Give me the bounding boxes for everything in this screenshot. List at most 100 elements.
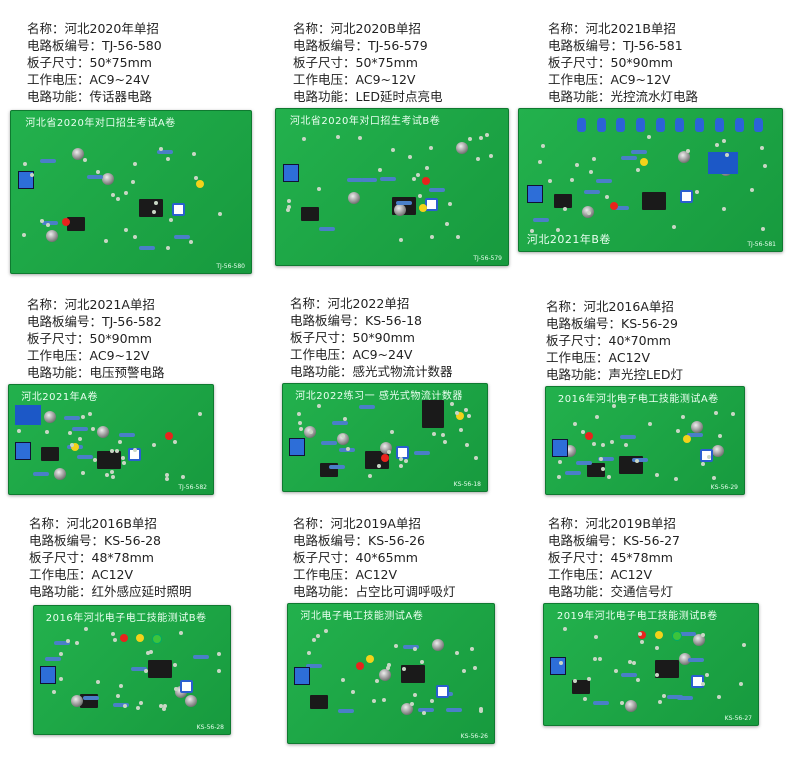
spec-function: 电路功能：LED延时点亮电 — [293, 88, 443, 105]
spec-label: 板子尺寸： — [293, 550, 356, 565]
solder-pad — [612, 403, 617, 408]
solder-pad — [112, 638, 117, 643]
solder-pad — [442, 439, 447, 444]
spec-function: 电路功能：电压预警电路 — [27, 364, 165, 381]
spec-label: 板子尺寸： — [548, 550, 611, 565]
spec-value: 河北2020年单招 — [64, 21, 159, 36]
solder-pad — [592, 657, 597, 662]
solder-pad — [586, 676, 591, 681]
resistor — [42, 221, 59, 226]
solder-pad — [647, 421, 652, 426]
spec-label: 电路功能： — [548, 584, 611, 599]
solder-pad — [620, 701, 625, 706]
spec-label: 名称： — [548, 21, 586, 36]
spec-value: 河北2019B单招 — [585, 516, 676, 531]
spec-name: 名称：河北2016B单招 — [29, 515, 192, 532]
spec-label: 电路功能： — [293, 584, 356, 599]
spec-label: 电路板编号： — [546, 316, 622, 331]
solder-pad — [572, 678, 577, 683]
solder-pad — [286, 199, 291, 204]
solder-pad — [540, 144, 545, 149]
spec-board-no: 电路板编号：TJ-56-581 — [548, 37, 698, 54]
solder-pad — [479, 706, 483, 711]
spec-value: 50*90mm — [352, 330, 415, 345]
solder-pad — [655, 472, 660, 477]
solder-pad — [336, 135, 341, 140]
led — [610, 202, 619, 211]
solder-pad — [77, 436, 82, 441]
board-silkscreen-title: 河北电子电工技能测试A卷 — [300, 611, 424, 622]
solder-pad — [299, 427, 304, 432]
led — [734, 117, 744, 132]
spec-value: 40*65mm — [355, 550, 418, 565]
resistor — [360, 177, 377, 182]
capacitor — [336, 433, 349, 446]
spec-value: 48*78mm — [91, 550, 154, 565]
spec-label: 板子尺寸： — [29, 550, 92, 565]
solder-pad — [411, 176, 416, 181]
trimmer-pot — [172, 203, 186, 217]
solder-pad — [556, 227, 561, 232]
solder-pad — [416, 172, 421, 177]
solder-pad — [742, 642, 747, 647]
solder-pad — [646, 134, 651, 139]
ic-chip — [587, 463, 606, 478]
solder-pad — [413, 647, 417, 652]
solder-pad — [454, 411, 459, 416]
capacitor — [455, 142, 468, 155]
solder-pad — [399, 237, 404, 242]
solder-pad — [389, 429, 394, 434]
spec-value: 感光式物流计数器 — [352, 364, 453, 379]
spec-value: TJ-56-581 — [623, 38, 683, 53]
led — [418, 204, 427, 213]
spec-board-no: 电路板编号：TJ-56-582 — [27, 313, 165, 330]
spec-label: 板子尺寸： — [546, 333, 609, 348]
solder-pad — [158, 147, 163, 152]
solder-pad — [594, 415, 599, 420]
ic-chip — [66, 217, 85, 232]
solder-pad — [124, 191, 129, 196]
solder-pad — [130, 180, 135, 185]
board-silkscreen-title: 2016年河北电子电工技能测试B卷 — [45, 613, 207, 624]
spec-value: AC12V — [610, 567, 653, 582]
solder-pad — [17, 429, 22, 434]
trimmer-pot — [396, 445, 410, 459]
spec-label: 电路功能： — [27, 365, 90, 380]
led — [636, 117, 646, 132]
solder-pad — [385, 665, 390, 670]
solder-pad — [146, 651, 151, 656]
solder-pad — [216, 669, 221, 674]
capacitor — [101, 172, 114, 185]
solder-pad — [217, 652, 222, 657]
spec-value: 河北2020B单招 — [330, 21, 421, 36]
solder-pad — [588, 170, 593, 175]
spec-size: 板子尺寸：50*90mm — [548, 54, 698, 71]
resistor — [53, 640, 70, 645]
spec-board-no: 电路板编号：TJ-56-580 — [27, 37, 162, 54]
resistor — [630, 150, 647, 155]
solder-pad — [65, 639, 70, 644]
solder-pad — [83, 158, 88, 163]
spec-label: 工作电压： — [27, 348, 90, 363]
spec-label: 名称： — [27, 297, 65, 312]
led — [639, 158, 648, 167]
solder-pad — [563, 206, 568, 211]
solder-pad — [121, 460, 126, 465]
capacitor — [401, 702, 414, 715]
solder-pad — [148, 649, 153, 654]
resistor — [677, 695, 694, 700]
ic-chip — [572, 680, 591, 695]
resistor — [395, 201, 412, 206]
resistor — [428, 187, 445, 192]
solder-pad — [403, 458, 408, 463]
solder-pad — [556, 475, 561, 479]
spec-label: 电路功能： — [27, 89, 90, 104]
spec-label: 工作电压： — [293, 567, 356, 582]
spec-label: 名称： — [548, 516, 586, 531]
solder-pad — [116, 197, 121, 202]
spec-label: 名称： — [293, 516, 331, 531]
solder-pad — [22, 233, 27, 238]
solder-pad — [466, 414, 471, 419]
